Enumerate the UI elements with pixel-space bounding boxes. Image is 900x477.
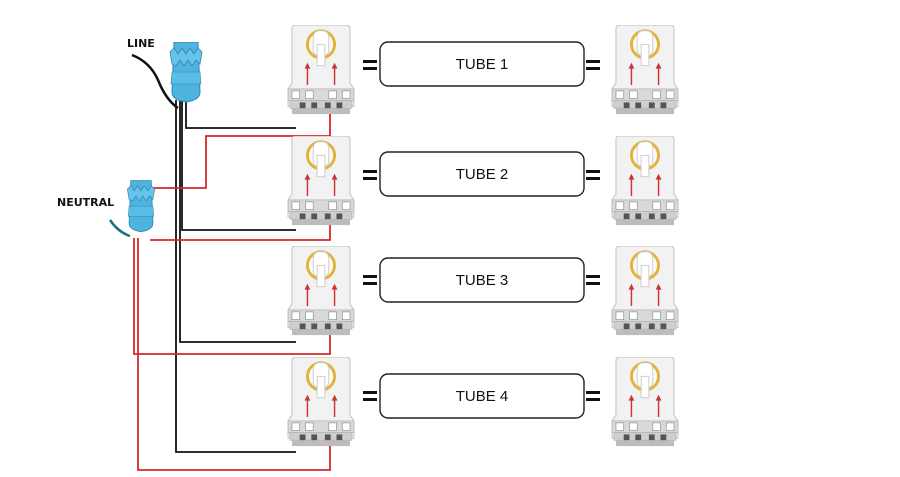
tube-4[interactable]: [379, 373, 585, 419]
tube-1[interactable]: [379, 41, 585, 87]
neutral-wire-nut-icon: [126, 180, 156, 233]
right-pins-1b: [586, 67, 600, 70]
tube-1-label: TUBE 1: [456, 56, 509, 73]
right-pins-1: [586, 60, 600, 63]
right-pins-4b: [586, 398, 600, 401]
tube-2[interactable]: [379, 151, 585, 197]
left-socket-4: [286, 357, 356, 448]
tube-row-3: TUBE 3: [286, 246, 680, 337]
tube-row-2: TUBE 2: [286, 136, 680, 227]
line-label: LINE: [127, 37, 155, 50]
tube-2-label: TUBE 2: [456, 166, 509, 183]
line-wires: [175, 100, 296, 453]
right-pins-3: [586, 275, 600, 278]
right-socket-3: [610, 246, 680, 337]
left-pins-3b: [363, 282, 377, 285]
tube-3[interactable]: [379, 257, 585, 303]
tube-3-label: TUBE 3: [456, 272, 509, 289]
left-pins-4b: [363, 398, 377, 401]
left-pins-3: [363, 275, 377, 278]
neutral-label: NEUTRAL: [57, 196, 114, 209]
right-socket-1: [610, 25, 680, 116]
left-socket-3: [286, 246, 356, 337]
right-pins-3b: [586, 282, 600, 285]
left-pins-2: [363, 170, 377, 173]
left-pins-4: [363, 391, 377, 394]
line-wire-nut-icon: [169, 42, 203, 103]
left-socket-2: [286, 136, 356, 227]
right-pins-2: [586, 170, 600, 173]
line-supply-wire: [131, 53, 179, 110]
right-socket-4: [610, 357, 680, 448]
tube-row-1: TUBE 1: [286, 25, 680, 116]
right-socket-2: [610, 136, 680, 227]
left-pins-2b: [363, 177, 377, 180]
tube-row-4: TUBE 4: [286, 357, 680, 448]
neutral-supply-wire: [108, 219, 131, 238]
right-pins-4: [586, 391, 600, 394]
right-pins-2b: [586, 177, 600, 180]
tube-4-label: TUBE 4: [456, 388, 509, 405]
left-socket-1: [286, 25, 356, 116]
left-pins-1b: [363, 67, 377, 70]
left-pins-1: [363, 60, 377, 63]
